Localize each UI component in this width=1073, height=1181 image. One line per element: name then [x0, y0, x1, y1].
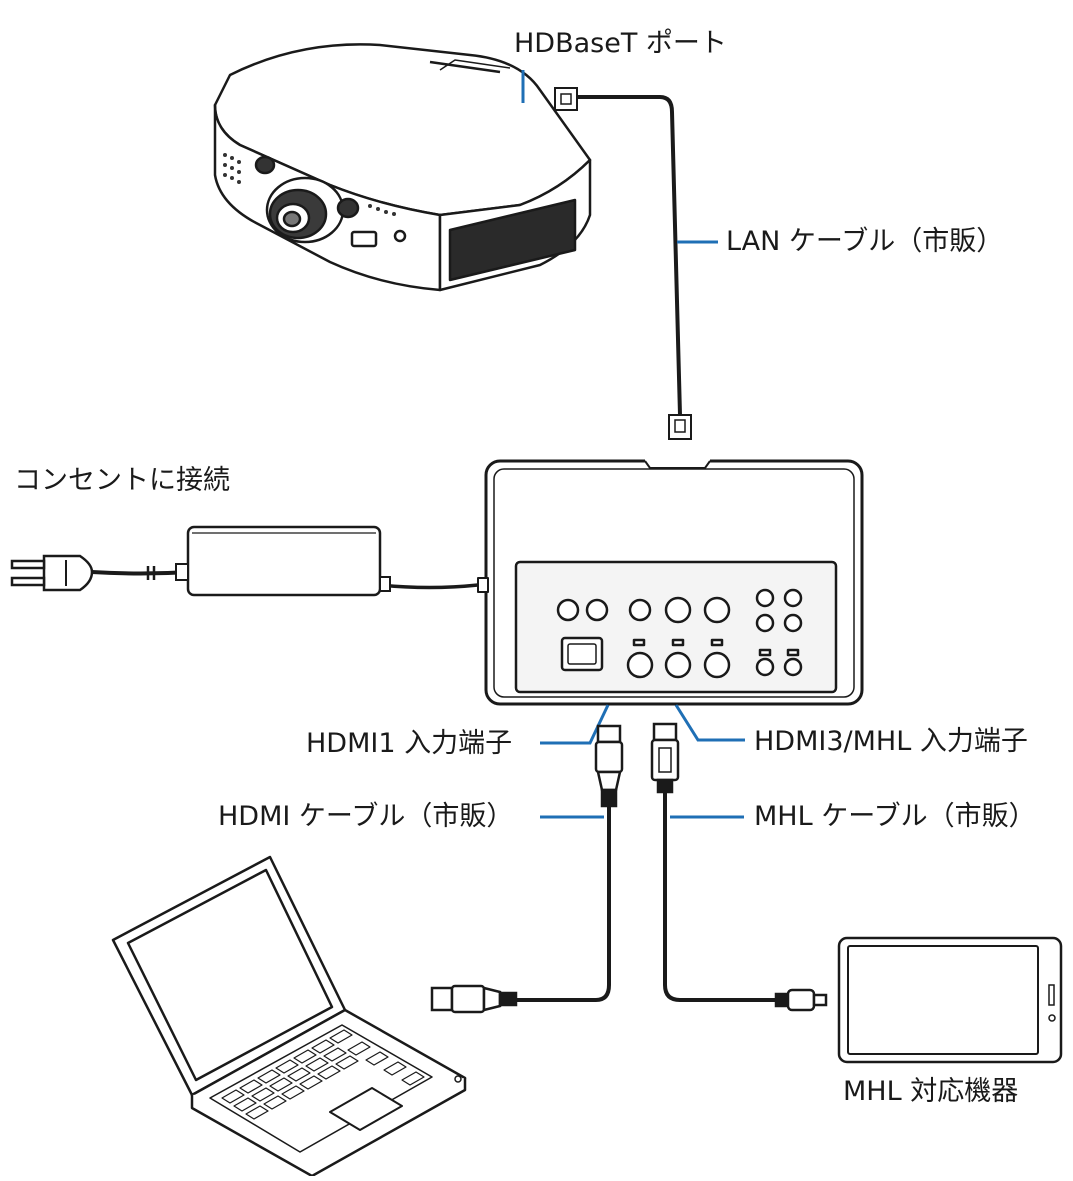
hdmi-cable-label: HDMI ケーブル（市販） [218, 801, 514, 832]
hdmi1-input-leader [540, 704, 610, 745]
mhl-plug-top [650, 722, 680, 794]
laptop-icon [111, 855, 467, 1178]
rj45-connector-bottom [668, 414, 692, 440]
mhl-device-label: MHL 対応機器 [843, 1076, 1019, 1107]
hdbaset-transmitter-icon [477, 459, 864, 706]
hdmi-plug-laptop [430, 984, 518, 1014]
power-plug-icon [10, 554, 156, 592]
lan-cable-label: LAN ケーブル（市販） [726, 226, 1004, 257]
mhl-device-icon [837, 936, 1063, 1064]
micro-usb-plug [774, 988, 828, 1012]
ac-adapter-icon [175, 525, 391, 597]
projector-icon [213, 43, 592, 292]
hdmi1-input-label: HDMI1 入力端子 [306, 728, 513, 759]
outlet-label: コンセントに接続 [14, 465, 230, 496]
hdmi-cable [515, 806, 611, 1002]
hdmi3-input-leader [674, 704, 745, 742]
lan-cable [577, 95, 682, 416]
mhl-cable [663, 792, 776, 1002]
hdmi-plug-top [594, 724, 624, 808]
dc-cable [379, 583, 479, 590]
hdmi3-mhl-input-label: HDMI3/MHL 入力端子 [754, 726, 1028, 757]
mhl-cable-label: MHL ケーブル（市販） [754, 801, 1036, 832]
hdbaset-port-label: HDBaseT ポート [514, 28, 727, 59]
rj45-connector-top [554, 87, 578, 111]
